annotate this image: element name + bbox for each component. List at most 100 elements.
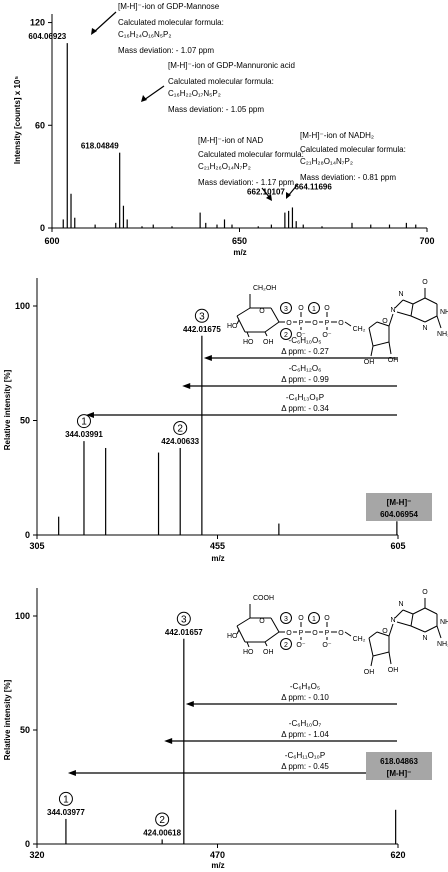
annotation-gdp-mannuronic: [M-H]⁻-ion of GDP-Mannuronic acid Calcul… bbox=[141, 61, 295, 114]
bond-line bbox=[370, 655, 374, 667]
bond-line bbox=[376, 321, 390, 327]
x-tick-label: 320 bbox=[29, 850, 44, 860]
y-tick-label: 120 bbox=[30, 18, 45, 28]
bond-line bbox=[344, 631, 352, 637]
sugar-substituent-label: CH₂OH bbox=[253, 285, 276, 292]
bond-line bbox=[394, 299, 404, 309]
bond-line bbox=[394, 609, 404, 619]
arrow-head-icon bbox=[164, 738, 173, 744]
bond-line bbox=[424, 315, 438, 323]
bond-line bbox=[402, 609, 414, 615]
fragment-circle-icon bbox=[176, 611, 191, 626]
annotation-formula: C₂₁H₂₈O₁₄N₇P₂ bbox=[300, 157, 353, 166]
fragment-number: 2 bbox=[177, 423, 183, 434]
arrow-head-icon bbox=[203, 355, 212, 361]
precursor-box: 618.04863 [M-H]⁻ bbox=[366, 752, 432, 780]
oxygen-label: O⁻ bbox=[322, 642, 331, 649]
bond-line bbox=[412, 297, 426, 305]
annotation-formula: C₂₁H₂₆O₁₄N₇P₂ bbox=[198, 162, 251, 171]
annotation-formula-label: Calculated molecular formula: bbox=[168, 77, 274, 86]
oxygen-label: O bbox=[324, 615, 330, 622]
x-tick-label: 650 bbox=[232, 236, 247, 246]
hydroxyl-label: HO bbox=[227, 633, 238, 640]
bond-line bbox=[396, 621, 412, 627]
nitrogen-label: N bbox=[390, 307, 395, 314]
precursor-box: [M-H]⁻ 604.06954 bbox=[366, 493, 432, 521]
bond-line bbox=[396, 311, 412, 317]
peak-label: 442.01657 bbox=[165, 628, 203, 637]
cleavage-number: 1 bbox=[312, 616, 316, 623]
bond-line bbox=[368, 321, 378, 329]
bond-line bbox=[264, 321, 280, 333]
bond-line bbox=[264, 631, 280, 643]
bond-line bbox=[436, 625, 442, 639]
annotation-nadh2: [M-H]⁻-ion of NADH₂ Calculated molecular… bbox=[286, 131, 406, 199]
annotation-nad: [M-H]⁻-ion of NAD Calculated molecular f… bbox=[198, 136, 304, 201]
carbonyl-oxygen-label: O bbox=[422, 589, 428, 596]
bond-line bbox=[264, 331, 268, 337]
carbonyl-oxygen-label: O bbox=[422, 279, 428, 286]
x-tick-label: 455 bbox=[210, 541, 225, 551]
fragment-circle-icon bbox=[194, 308, 209, 323]
ring-oxygen-label: O bbox=[259, 308, 265, 315]
bond-line bbox=[388, 651, 392, 665]
bond-line bbox=[388, 341, 392, 355]
annotation-deviation: Mass deviation: - 1.05 ppm bbox=[168, 105, 264, 114]
peak-label: 618.04849 bbox=[81, 142, 119, 151]
hydroxyl-label: HO bbox=[243, 649, 254, 656]
annotation-formula-label: Calculated molecular formula: bbox=[118, 18, 224, 27]
precursor-box-bg bbox=[366, 493, 432, 521]
oxygen-label: O bbox=[298, 305, 304, 312]
oxygen-label: O bbox=[324, 305, 330, 312]
methylene-label: CH₂ bbox=[353, 326, 366, 333]
loss-formula: -C₆H₁₂O₆ bbox=[289, 364, 322, 373]
hydroxyl-label: OH bbox=[388, 667, 399, 674]
x-axis-label: m/z bbox=[211, 554, 224, 563]
arrow-head-icon bbox=[85, 412, 94, 418]
precursor-line1: 618.04863 bbox=[380, 757, 418, 766]
y-tick-label: 0 bbox=[25, 530, 30, 540]
phosphorus-label: P bbox=[299, 320, 304, 327]
bond-line bbox=[264, 641, 268, 647]
y-tick-label: 50 bbox=[20, 725, 30, 735]
fragment-circle-icon bbox=[58, 791, 73, 806]
cleavage-circle-icon bbox=[280, 328, 292, 340]
bridge-oxygen-label: O bbox=[286, 320, 292, 327]
annotation-deviation: Mass deviation: - 0.81 ppm bbox=[300, 173, 396, 182]
bond-line bbox=[410, 625, 426, 633]
sugar-substituent-label: COOH bbox=[253, 595, 274, 602]
bond-line bbox=[236, 319, 240, 325]
peak-label: 664.11696 bbox=[294, 182, 332, 191]
x-tick-label: 620 bbox=[390, 850, 405, 860]
y-axis-label: Relative intensity [%] bbox=[3, 679, 12, 760]
oxygen-label: O bbox=[298, 615, 304, 622]
loss-formula: -C₆H₁₁O₁₀P bbox=[285, 751, 325, 760]
arrow-head-icon bbox=[91, 28, 97, 35]
peak-label: 424.00618 bbox=[143, 828, 181, 837]
annotation-formula-label: Calculated molecular formula: bbox=[300, 145, 406, 154]
bond-line bbox=[370, 345, 374, 357]
peak-label: 442.01675 bbox=[183, 325, 221, 334]
x-axis-label: m/z bbox=[233, 248, 246, 257]
bond-line bbox=[246, 641, 250, 648]
peak-label: 344.03991 bbox=[65, 430, 103, 439]
annotation-arrow bbox=[93, 11, 117, 33]
loss-formula: -C₆H₁₃O₉P bbox=[286, 393, 324, 402]
bond-line bbox=[410, 315, 426, 323]
bond-line bbox=[372, 651, 390, 657]
x-tick-label: 700 bbox=[419, 236, 434, 246]
y-axis-label: Intensity [counts] x 10⁵ bbox=[13, 76, 22, 164]
hydroxyl-label: HO bbox=[227, 323, 238, 330]
bond-line bbox=[424, 297, 438, 305]
fragment-number: 1 bbox=[63, 794, 69, 805]
loss-formula: -C₆H₈O₅ bbox=[290, 682, 320, 691]
bond-line bbox=[368, 631, 378, 639]
annotation-deviation: Mass deviation: - 1.17 ppm bbox=[198, 178, 294, 187]
cleavage-circle-icon bbox=[280, 302, 292, 314]
bond-line bbox=[402, 299, 414, 305]
precursor-line1: [M-H]⁻ bbox=[387, 498, 412, 507]
precursor-line2: 604.06954 bbox=[380, 510, 418, 519]
precursor-box-bg bbox=[366, 752, 432, 780]
